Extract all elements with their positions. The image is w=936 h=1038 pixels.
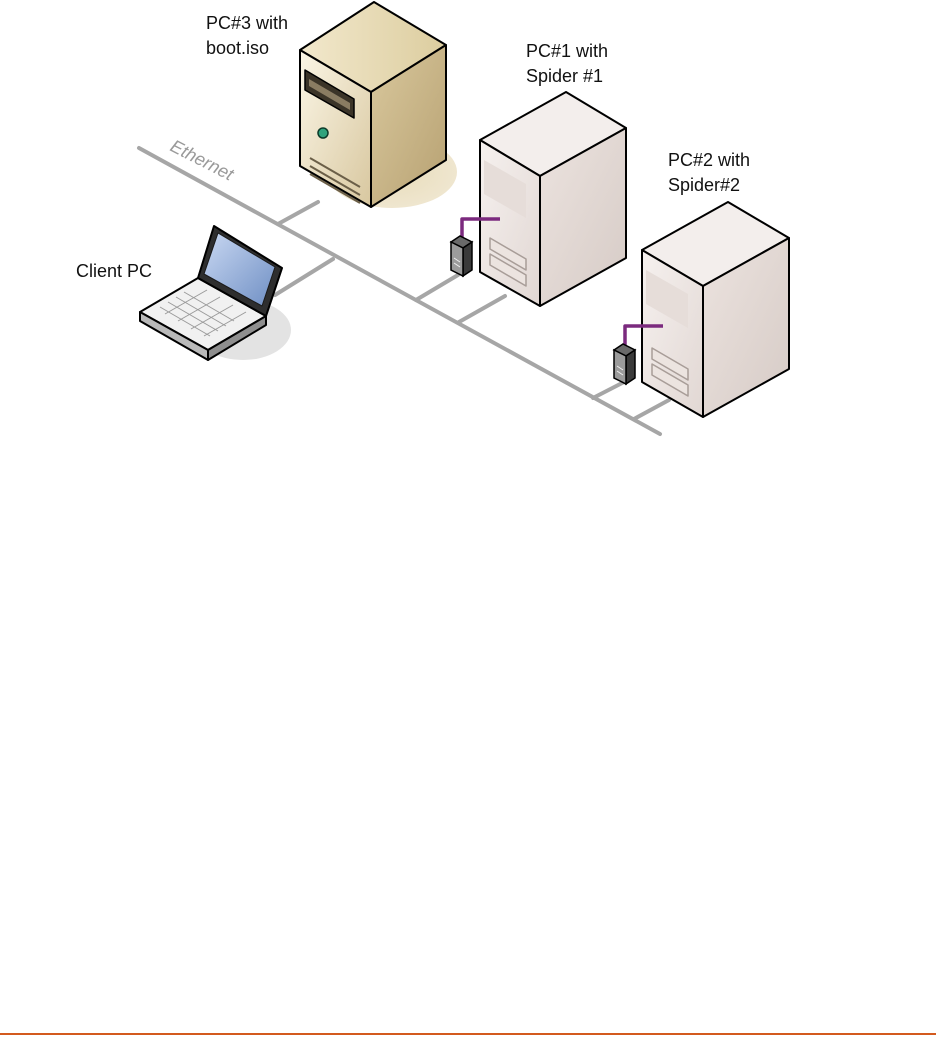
pc2-label-line2: Spider#2 <box>668 175 740 195</box>
spider1-drop-cable <box>416 275 458 300</box>
tower-pc-icon <box>642 202 789 417</box>
pc2-tower-node: PC#2 with Spider#2 <box>614 150 789 417</box>
pc3-label-line2: boot.iso <box>206 38 269 58</box>
pc1-label-line2: Spider #1 <box>526 66 603 86</box>
client-pc-node: Client PC <box>76 226 291 360</box>
client-drop-cable <box>275 259 333 295</box>
pc1-drop-cable <box>459 296 505 322</box>
pc3-drop-cable <box>278 202 318 224</box>
footer-divider <box>0 1033 936 1035</box>
pc3-server-node: PC#3 with boot.iso <box>206 2 457 208</box>
spider-kvm-icon <box>451 236 472 276</box>
tower-pc-icon <box>480 92 626 306</box>
pc1-tower-node: PC#1 with Spider #1 <box>451 41 626 306</box>
pc1-label-line1: PC#1 with <box>526 41 608 61</box>
spider-kvm-icon <box>614 344 635 384</box>
pc3-label-line1: PC#3 with <box>206 13 288 33</box>
pc2-drop-cable <box>634 400 669 419</box>
pc2-label-line1: PC#2 with <box>668 150 750 170</box>
client-pc-label: Client PC <box>76 261 152 281</box>
ethernet-label: Ethernet <box>167 136 238 185</box>
